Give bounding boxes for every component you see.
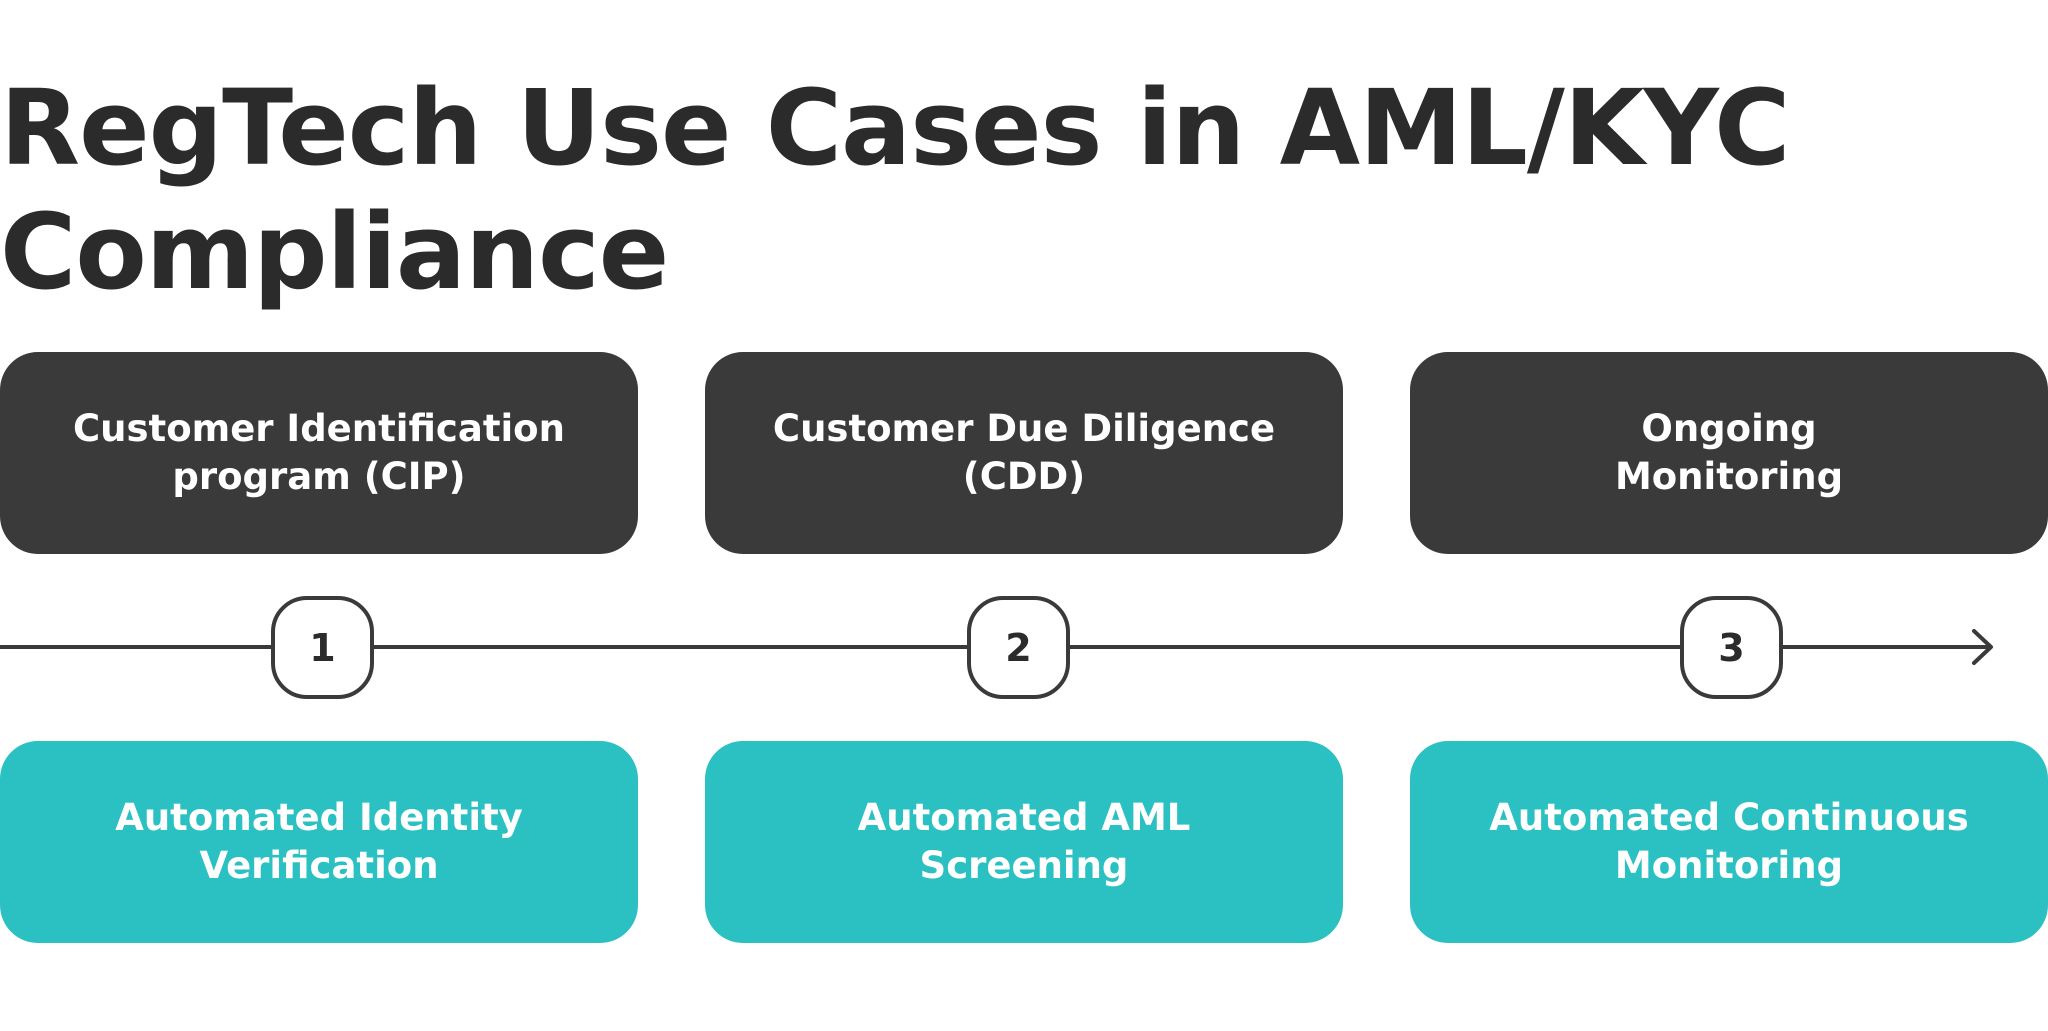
stage-3-category-box: Ongoing Monitoring (1410, 352, 2048, 554)
stage-1-category-box: Customer Identification program (CIP) (0, 352, 638, 554)
stage-2-use-case-box: Automated AML Screening (705, 741, 1343, 943)
stage-1-category-line-2: program (CIP) (172, 455, 466, 498)
stage-1-category-line-1: Customer Identification (73, 407, 565, 450)
stage-1-use-case-line-1: Automated Identity (115, 796, 523, 839)
stage-2-category-box: Customer Due Diligence (CDD) (705, 352, 1343, 554)
step-1-badge: 1 (271, 596, 374, 699)
stage-3-use-case-line-1: Automated Continuous (1489, 796, 1969, 839)
stage-1-category-label: Customer Identification program (CIP) (73, 405, 565, 501)
stage-3-category-label: Ongoing Monitoring (1615, 405, 1843, 501)
title-line-1: RegTech Use Cases in AML/KYC (0, 67, 1790, 189)
arrow-head-icon (1972, 629, 1993, 665)
stage-3-category-line-2: Monitoring (1614, 455, 1844, 498)
page-title: RegTech Use Cases in AML/KYC Compliance (0, 66, 1790, 314)
stage-2-category-line-1: Customer Due Diligence (772, 407, 1276, 450)
stage-3-use-case-box: Automated Continuous Monitoring (1410, 741, 2048, 943)
stage-1-use-case-label: Automated Identity Verification (115, 794, 523, 890)
stage-2-category-line-2: (CDD) (962, 455, 1086, 498)
stage-1-use-case-line-2: Verification (199, 844, 439, 887)
stage-2-use-case-line-2: Screening (919, 844, 1129, 887)
step-2-badge: 2 (967, 596, 1070, 699)
title-line-2: Compliance (0, 191, 669, 313)
stage-3-use-case-line-2: Monitoring (1614, 844, 1844, 887)
step-3-badge: 3 (1680, 596, 1783, 699)
stage-2-use-case-line-1: Automated AML (857, 796, 1191, 839)
stage-1-use-case-box: Automated Identity Verification (0, 741, 638, 943)
stage-2-use-case-label: Automated AML Screening (858, 794, 1191, 890)
stage-2-category-label: Customer Due Diligence (CDD) (773, 405, 1275, 501)
stage-3-category-line-1: Ongoing (1641, 407, 1817, 450)
stage-3-use-case-label: Automated Continuous Monitoring (1489, 794, 1969, 890)
